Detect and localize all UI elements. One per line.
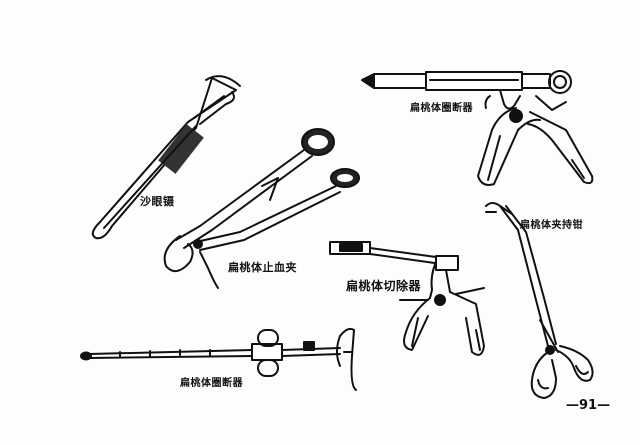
snare-bottom-drawing	[80, 327, 357, 391]
eye-forceps-label: 沙眼镊	[140, 195, 175, 208]
guillotine-label: 扁桃体切除器	[346, 279, 422, 293]
guillotine-drawing	[329, 241, 485, 356]
snare-top-label: 扁桃体圈断器	[410, 103, 473, 114]
grasping-forceps-drawing	[485, 202, 594, 399]
snare-bottom-label: 扁桃体圈断器	[180, 378, 243, 389]
hemostat-drawing	[163, 128, 360, 289]
hemostat-label: 扁桃体止血夹	[228, 261, 297, 274]
eye-forceps-drawing	[91, 75, 241, 240]
snare-top-drawing	[361, 70, 594, 186]
page-number: —91—	[566, 398, 611, 413]
grasping-forceps-label: 扁桃体夹持钳	[520, 220, 583, 231]
